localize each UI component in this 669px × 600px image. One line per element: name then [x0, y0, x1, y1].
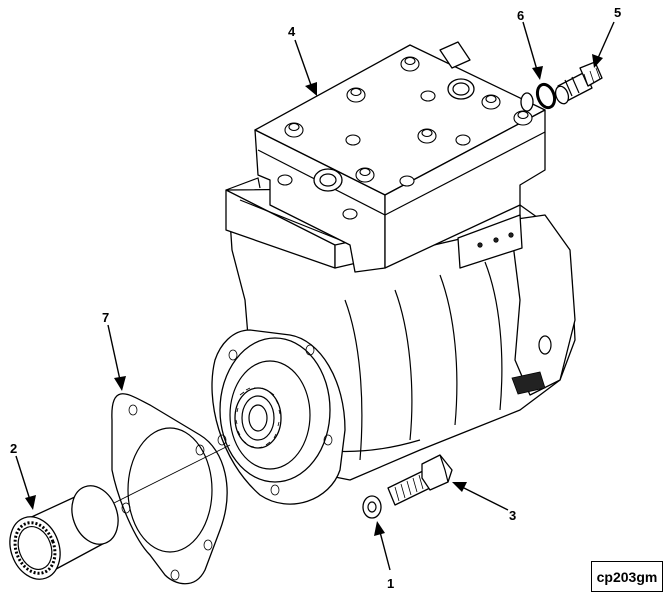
mounting-flange: [211, 329, 346, 505]
gasket: [111, 393, 228, 585]
callout-7: 7: [102, 310, 109, 325]
leader-lines: [15, 21, 615, 571]
cylinder-head: [254, 41, 546, 273]
callout-3: 3: [509, 508, 516, 523]
figure-reference-code: cp203gm: [591, 561, 663, 592]
washer: [362, 495, 382, 519]
head-bolts: [277, 56, 533, 220]
callout-5: 5: [614, 5, 621, 20]
fitting: [554, 61, 603, 105]
bolt: [387, 454, 453, 506]
callout-1: 1: [387, 576, 394, 591]
o-ring: [535, 82, 557, 110]
callout-4: 4: [288, 24, 296, 39]
bushing: [9, 485, 119, 580]
callout-2: 2: [10, 441, 17, 456]
callout-6: 6: [517, 8, 524, 23]
